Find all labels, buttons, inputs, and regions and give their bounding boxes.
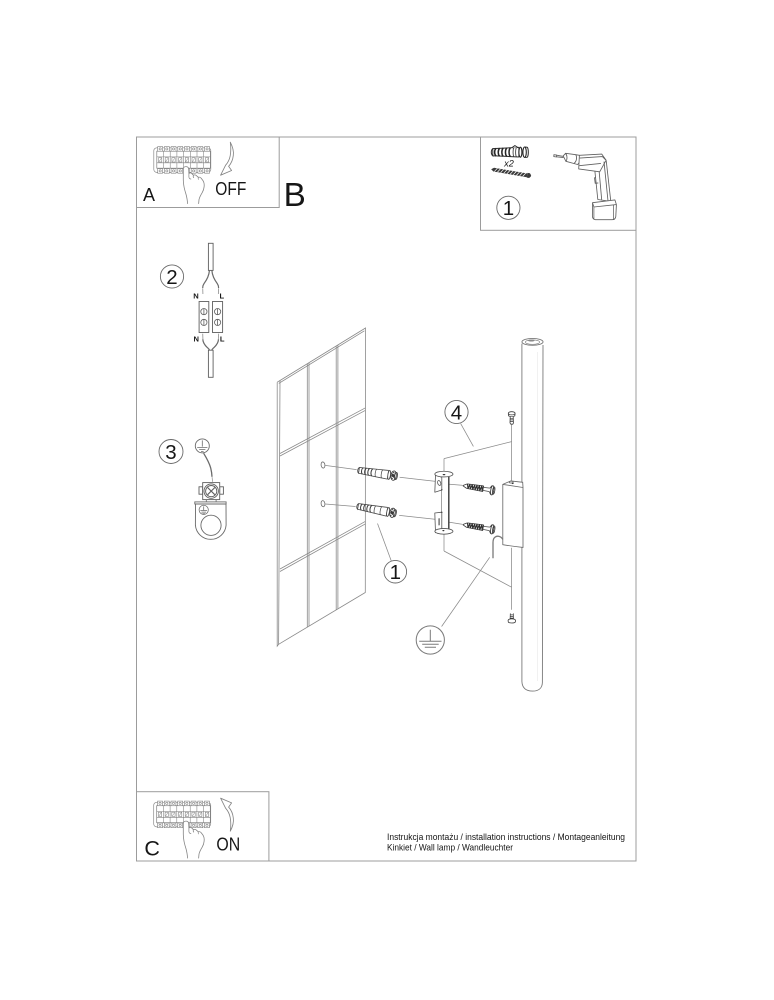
svg-text:3: 3 <box>165 441 176 464</box>
svg-text:4: 4 <box>451 401 462 424</box>
svg-text:N: N <box>193 292 198 301</box>
svg-text:A: A <box>143 185 155 205</box>
svg-text:Instrukcja montażu / installat: Instrukcja montażu / installation instru… <box>387 832 625 842</box>
svg-text:ON: ON <box>216 833 240 854</box>
svg-text:B: B <box>284 177 306 214</box>
svg-text:2: 2 <box>166 266 177 289</box>
svg-text:1: 1 <box>503 197 514 220</box>
svg-text:1: 1 <box>390 561 401 584</box>
svg-text:N: N <box>194 334 199 343</box>
svg-text:C: C <box>144 837 160 861</box>
svg-text:x2: x2 <box>503 158 514 168</box>
svg-text:L: L <box>220 334 225 343</box>
svg-text:Kinkiet / Wall lamp / Wandleuc: Kinkiet / Wall lamp / Wandleuchter <box>387 842 513 852</box>
svg-text:L: L <box>219 292 224 301</box>
svg-text:OFF: OFF <box>215 178 246 199</box>
